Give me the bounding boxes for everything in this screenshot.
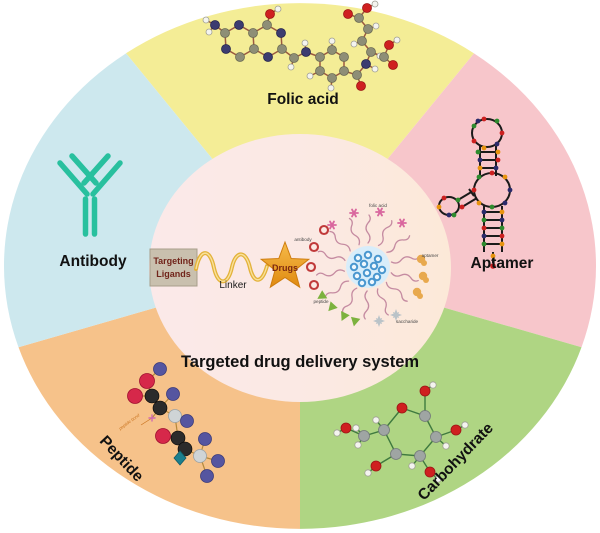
peptide-teal-atom (173, 450, 187, 466)
micelle-label-saccharide: saccharide (396, 319, 419, 324)
carbohydrate-molecule (333, 381, 469, 483)
linker-wave-highlight (195, 252, 268, 283)
ligand-linker-drug-schematic: Targeting Ligands Linker Drugs (149, 240, 311, 291)
drugs-star (259, 240, 311, 289)
micelle-label-peptide: peptide (313, 299, 329, 304)
micelle-drug-rings (349, 250, 387, 288)
label-antibody: Antibody (59, 253, 127, 270)
label-folic-acid: Folic acid (267, 91, 339, 108)
targeting-ligands-line2: Ligands (156, 269, 191, 279)
figure-caption: Targeted drug delivery system (181, 353, 419, 371)
aptamer-structure (436, 116, 513, 269)
micelle-diagram: folic acid antibody aptamer peptide sacc… (294, 203, 439, 328)
micelle-label-folic-acid: folic acid (369, 203, 387, 208)
micelle-label-antibody: antibody (294, 237, 312, 242)
targeting-ligands-line1: Targeting (153, 256, 193, 266)
label-aptamer: Aptamer (471, 255, 534, 272)
folic-acid-molecule (202, 0, 401, 92)
drugs-label: Drugs (272, 263, 298, 273)
targeting-ligands-box (149, 248, 198, 287)
inner-circle (149, 134, 451, 402)
micelle-label-aptamer: aptamer (422, 253, 439, 258)
peptide-molecule: peptide bond (117, 362, 225, 483)
linker-label: Linker (219, 280, 247, 291)
antibody-icon (57, 153, 123, 237)
